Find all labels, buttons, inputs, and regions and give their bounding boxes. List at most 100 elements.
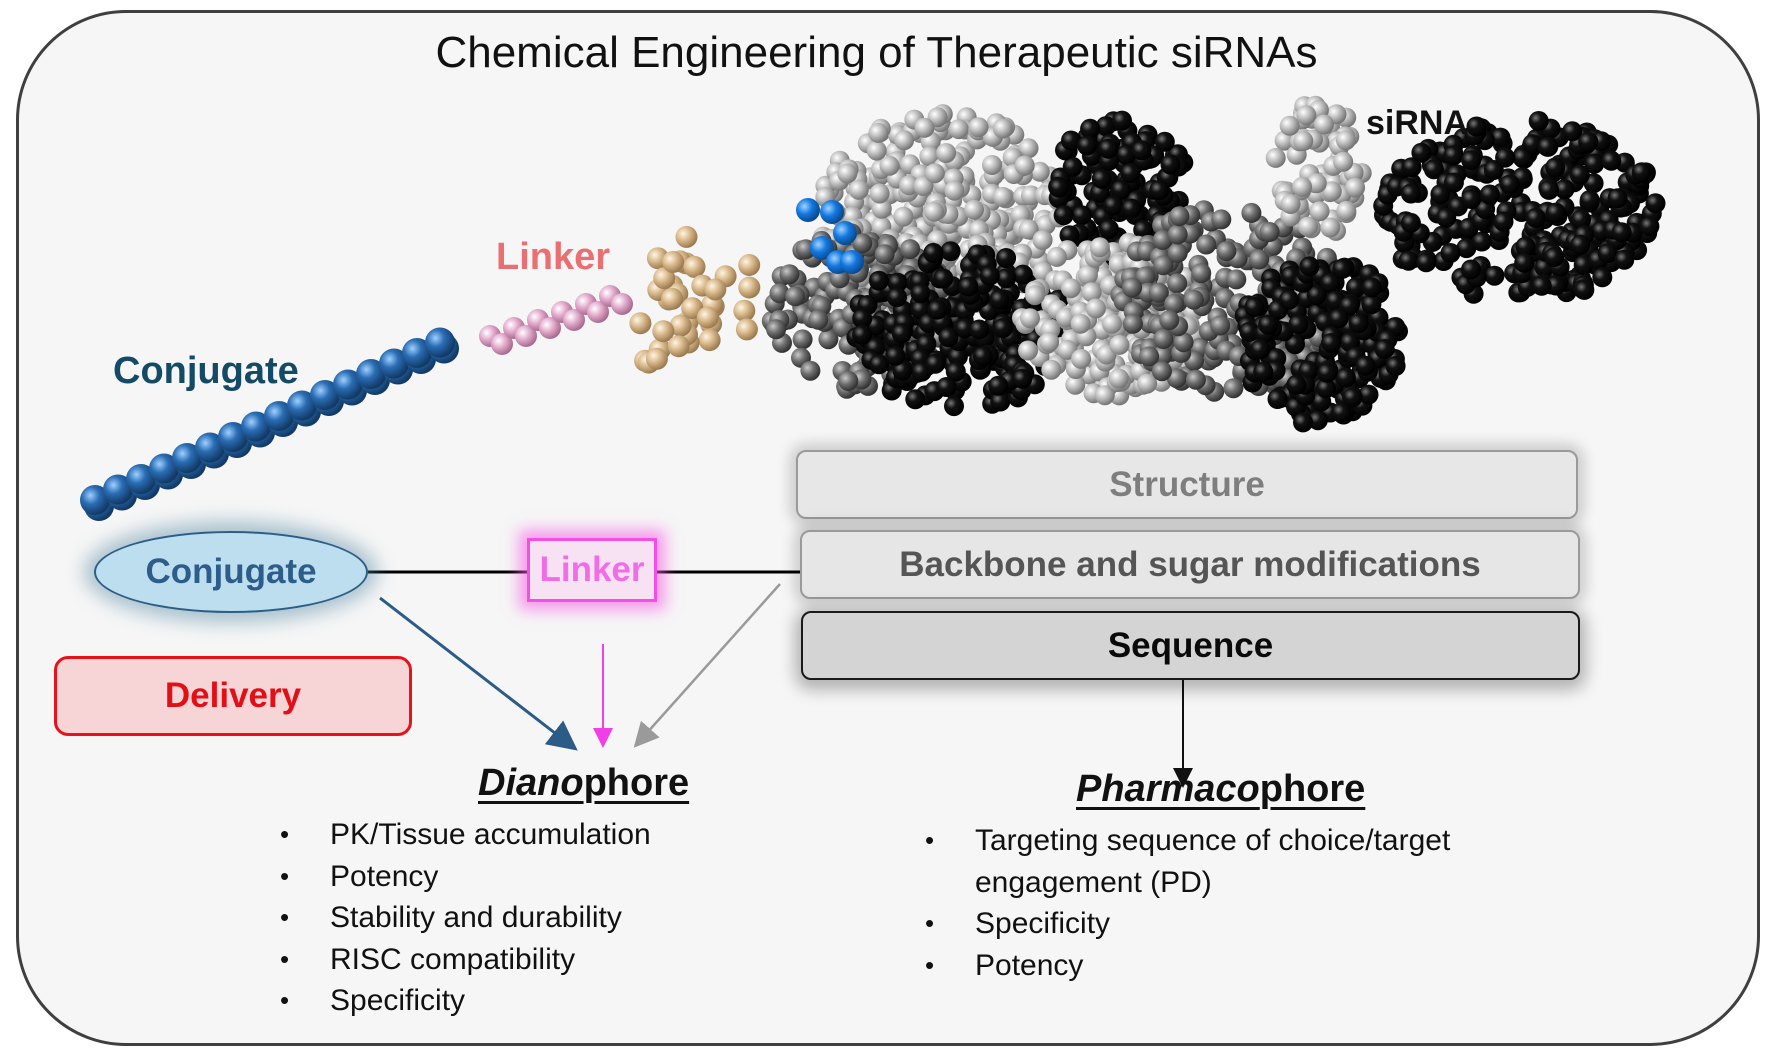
sirna-atom (1018, 138, 1039, 159)
sirna-atom (1471, 231, 1492, 252)
sirna-atom (871, 198, 892, 219)
spacer-atom (683, 255, 706, 278)
attachment-atom (840, 250, 864, 274)
pharmacophore-list: Targeting sequence of choice/target enga… (925, 820, 1525, 986)
sirna-atom (1320, 217, 1341, 238)
sirna-atom (891, 323, 912, 344)
attachment-atom (820, 200, 844, 224)
sirna-atom (933, 268, 954, 289)
linker-atom (563, 309, 585, 331)
sirna-atom (1164, 293, 1185, 314)
sirna-atom (1358, 384, 1379, 405)
sirna-atom (1601, 150, 1622, 171)
sirna-atom (808, 309, 829, 330)
sirna-atom (1249, 249, 1270, 270)
sirna-atom (1545, 157, 1566, 178)
sirna-atom (1345, 277, 1366, 298)
spacer-atom (645, 347, 668, 370)
sirna-atom (1423, 159, 1444, 180)
sirna-atom (1018, 340, 1038, 361)
sirna-atom (1137, 373, 1158, 394)
linker-atom (587, 301, 609, 323)
sirna-atom (919, 146, 940, 167)
sirna-atom (990, 391, 1011, 412)
sequence-layer-box: Sequence (801, 611, 1580, 680)
linker-atom (611, 293, 633, 315)
sirna-atom (1400, 212, 1421, 233)
list-item: Potency (280, 856, 651, 898)
sirna-atom (1053, 205, 1074, 226)
sirna-atom (1539, 179, 1559, 200)
pharmacophore-heading: Pharmacophore (1076, 768, 1365, 811)
sirna-atom (1490, 127, 1511, 148)
conjugate-ellipse: Conjugate (94, 531, 368, 613)
sirna-atom (1331, 402, 1352, 423)
sirna-atom (1032, 230, 1053, 250)
sirna-atom (1091, 168, 1112, 189)
sirna-atom (1321, 333, 1342, 353)
sirna-atom (1014, 155, 1035, 176)
linker-atom (491, 333, 513, 355)
sirna-atom (1461, 259, 1481, 280)
sirna-atom (1443, 145, 1464, 166)
sirna-atom (1210, 315, 1231, 336)
sirna-atom (1096, 116, 1116, 137)
linker-box: Linker (527, 538, 657, 602)
sirna-atom (947, 346, 968, 367)
sirna-atom (968, 117, 989, 138)
diagram-title: Chemical Engineering of Therapeutic siRN… (0, 28, 1773, 78)
sirna-atom (1065, 374, 1086, 395)
list-item: PK/Tissue accumulation (280, 814, 651, 856)
sirna-atom (979, 265, 1000, 286)
sirna-atom (1493, 211, 1514, 232)
sirna-atom (885, 345, 906, 366)
sirna-atom (1077, 265, 1098, 285)
sirna-atom (1645, 193, 1666, 214)
sirna-atom (1456, 238, 1477, 259)
sirna-atom (1112, 110, 1132, 131)
conjugate-atom (172, 443, 202, 473)
sirna-atom (1185, 369, 1206, 390)
sirna-atom (1253, 361, 1274, 382)
sirna-atom (1461, 150, 1482, 171)
sirna-atom (989, 289, 1010, 310)
sirna-atom (1430, 184, 1451, 205)
sirna-atom (1102, 313, 1122, 334)
conjugate-atom (402, 338, 432, 368)
sirna-atom (1522, 134, 1543, 155)
sirna-atom (996, 268, 1017, 289)
sirna-atom (924, 201, 945, 222)
sirna-atom (1062, 156, 1083, 177)
sirna-atom (1631, 162, 1652, 183)
sirna-atom (1554, 179, 1575, 200)
sirna-atom (964, 199, 984, 220)
sirna-atom (1151, 361, 1172, 382)
sirna-atom (1374, 339, 1395, 359)
sirna-atom (1342, 387, 1363, 408)
list-item: Specificity (280, 980, 651, 1022)
sirna-atom (1398, 250, 1419, 271)
sirna-atom (1167, 224, 1188, 245)
conjugate-atom (425, 327, 455, 358)
sirna-atom (1089, 237, 1110, 258)
sirna-atom (936, 377, 957, 397)
sirna-atom (1167, 242, 1188, 263)
molecule-sirna-label: siRNA (1366, 104, 1469, 142)
sirna-atom (1333, 151, 1354, 172)
sirna-atom (1309, 201, 1330, 222)
list-item: Potency (925, 945, 1525, 987)
sirna-atom (1041, 359, 1062, 380)
sirna-atom (1639, 216, 1660, 237)
sirna-atom (1514, 252, 1535, 273)
sirna-atom (1265, 147, 1286, 168)
sirna-atom (1286, 374, 1307, 395)
sirna-atom (1306, 285, 1327, 306)
sirna-atom (1299, 256, 1320, 277)
sirna-atom (1046, 246, 1067, 267)
sirna-atom (1578, 131, 1599, 152)
sirna-atom (1570, 234, 1591, 255)
sirna-atom (1280, 194, 1301, 214)
sirna-atom (868, 270, 889, 291)
sirna-atom (852, 233, 873, 254)
